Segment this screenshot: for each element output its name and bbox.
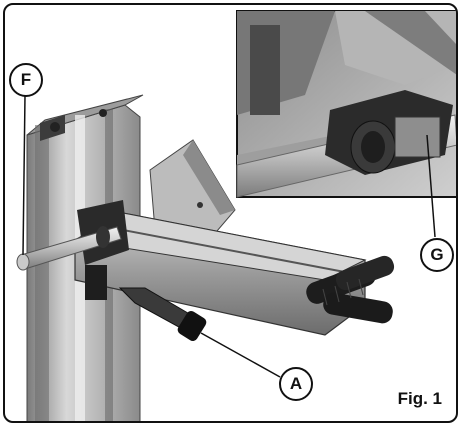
- callout-a: A: [279, 367, 313, 401]
- callout-f: F: [9, 63, 43, 97]
- figure-frame: F G A Fig. 1: [3, 3, 458, 423]
- machine-illustration: [16, 10, 456, 421]
- lever-handle: [118, 287, 207, 341]
- leader-lines: [22, 94, 281, 378]
- triangular-bracket: [149, 139, 236, 246]
- locking-rod: [16, 226, 122, 271]
- figure-caption: Fig. 1: [397, 389, 442, 408]
- inset-detail: [236, 10, 456, 238]
- callout-g: G: [420, 238, 454, 272]
- arm-end-grips: [306, 255, 395, 324]
